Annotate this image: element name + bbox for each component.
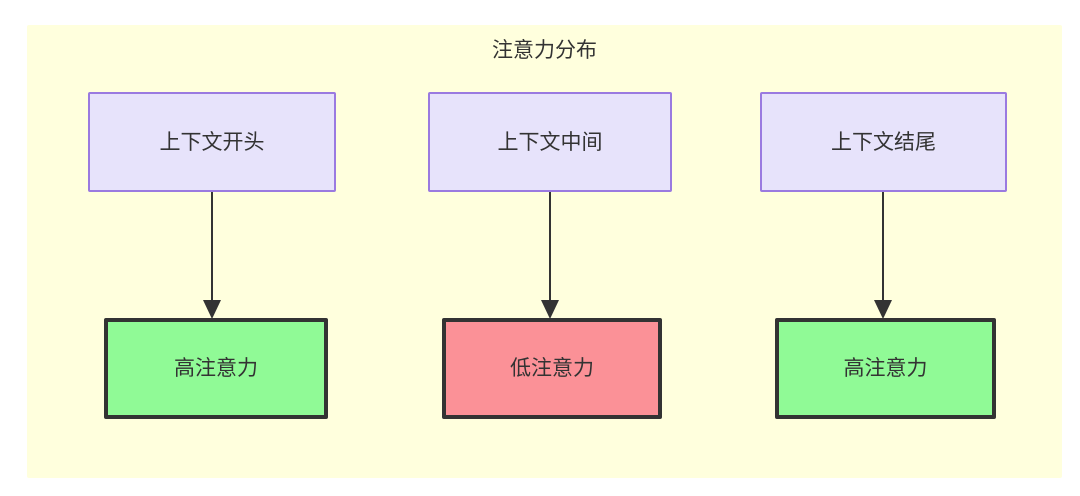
edge-ctx-start-to-high-attention [203, 192, 221, 319]
node-attention-end-high[interactable]: 高注意力 [775, 318, 996, 419]
edge-ctx-end-to-high-attention [874, 192, 892, 319]
node-context-start[interactable]: 上下文开头 [88, 92, 336, 192]
node-attention-start-label: 高注意力 [174, 356, 258, 380]
node-attention-middle-label: 低注意力 [510, 356, 594, 380]
node-attention-start-high[interactable]: 高注意力 [104, 318, 328, 419]
node-context-start-label: 上下文开头 [159, 129, 265, 154]
edge-ctx-middle-to-low-attention [541, 192, 559, 319]
diagram-title: 注意力分布 [492, 38, 597, 62]
node-attention-middle-low[interactable]: 低注意力 [442, 318, 662, 419]
node-context-end-label: 上下文结尾 [831, 129, 936, 154]
node-attention-end-label: 高注意力 [843, 356, 928, 380]
node-context-end[interactable]: 上下文结尾 [760, 92, 1007, 192]
node-context-middle[interactable]: 上下文中间 [428, 92, 672, 192]
node-context-middle-label: 上下文中间 [497, 129, 603, 154]
